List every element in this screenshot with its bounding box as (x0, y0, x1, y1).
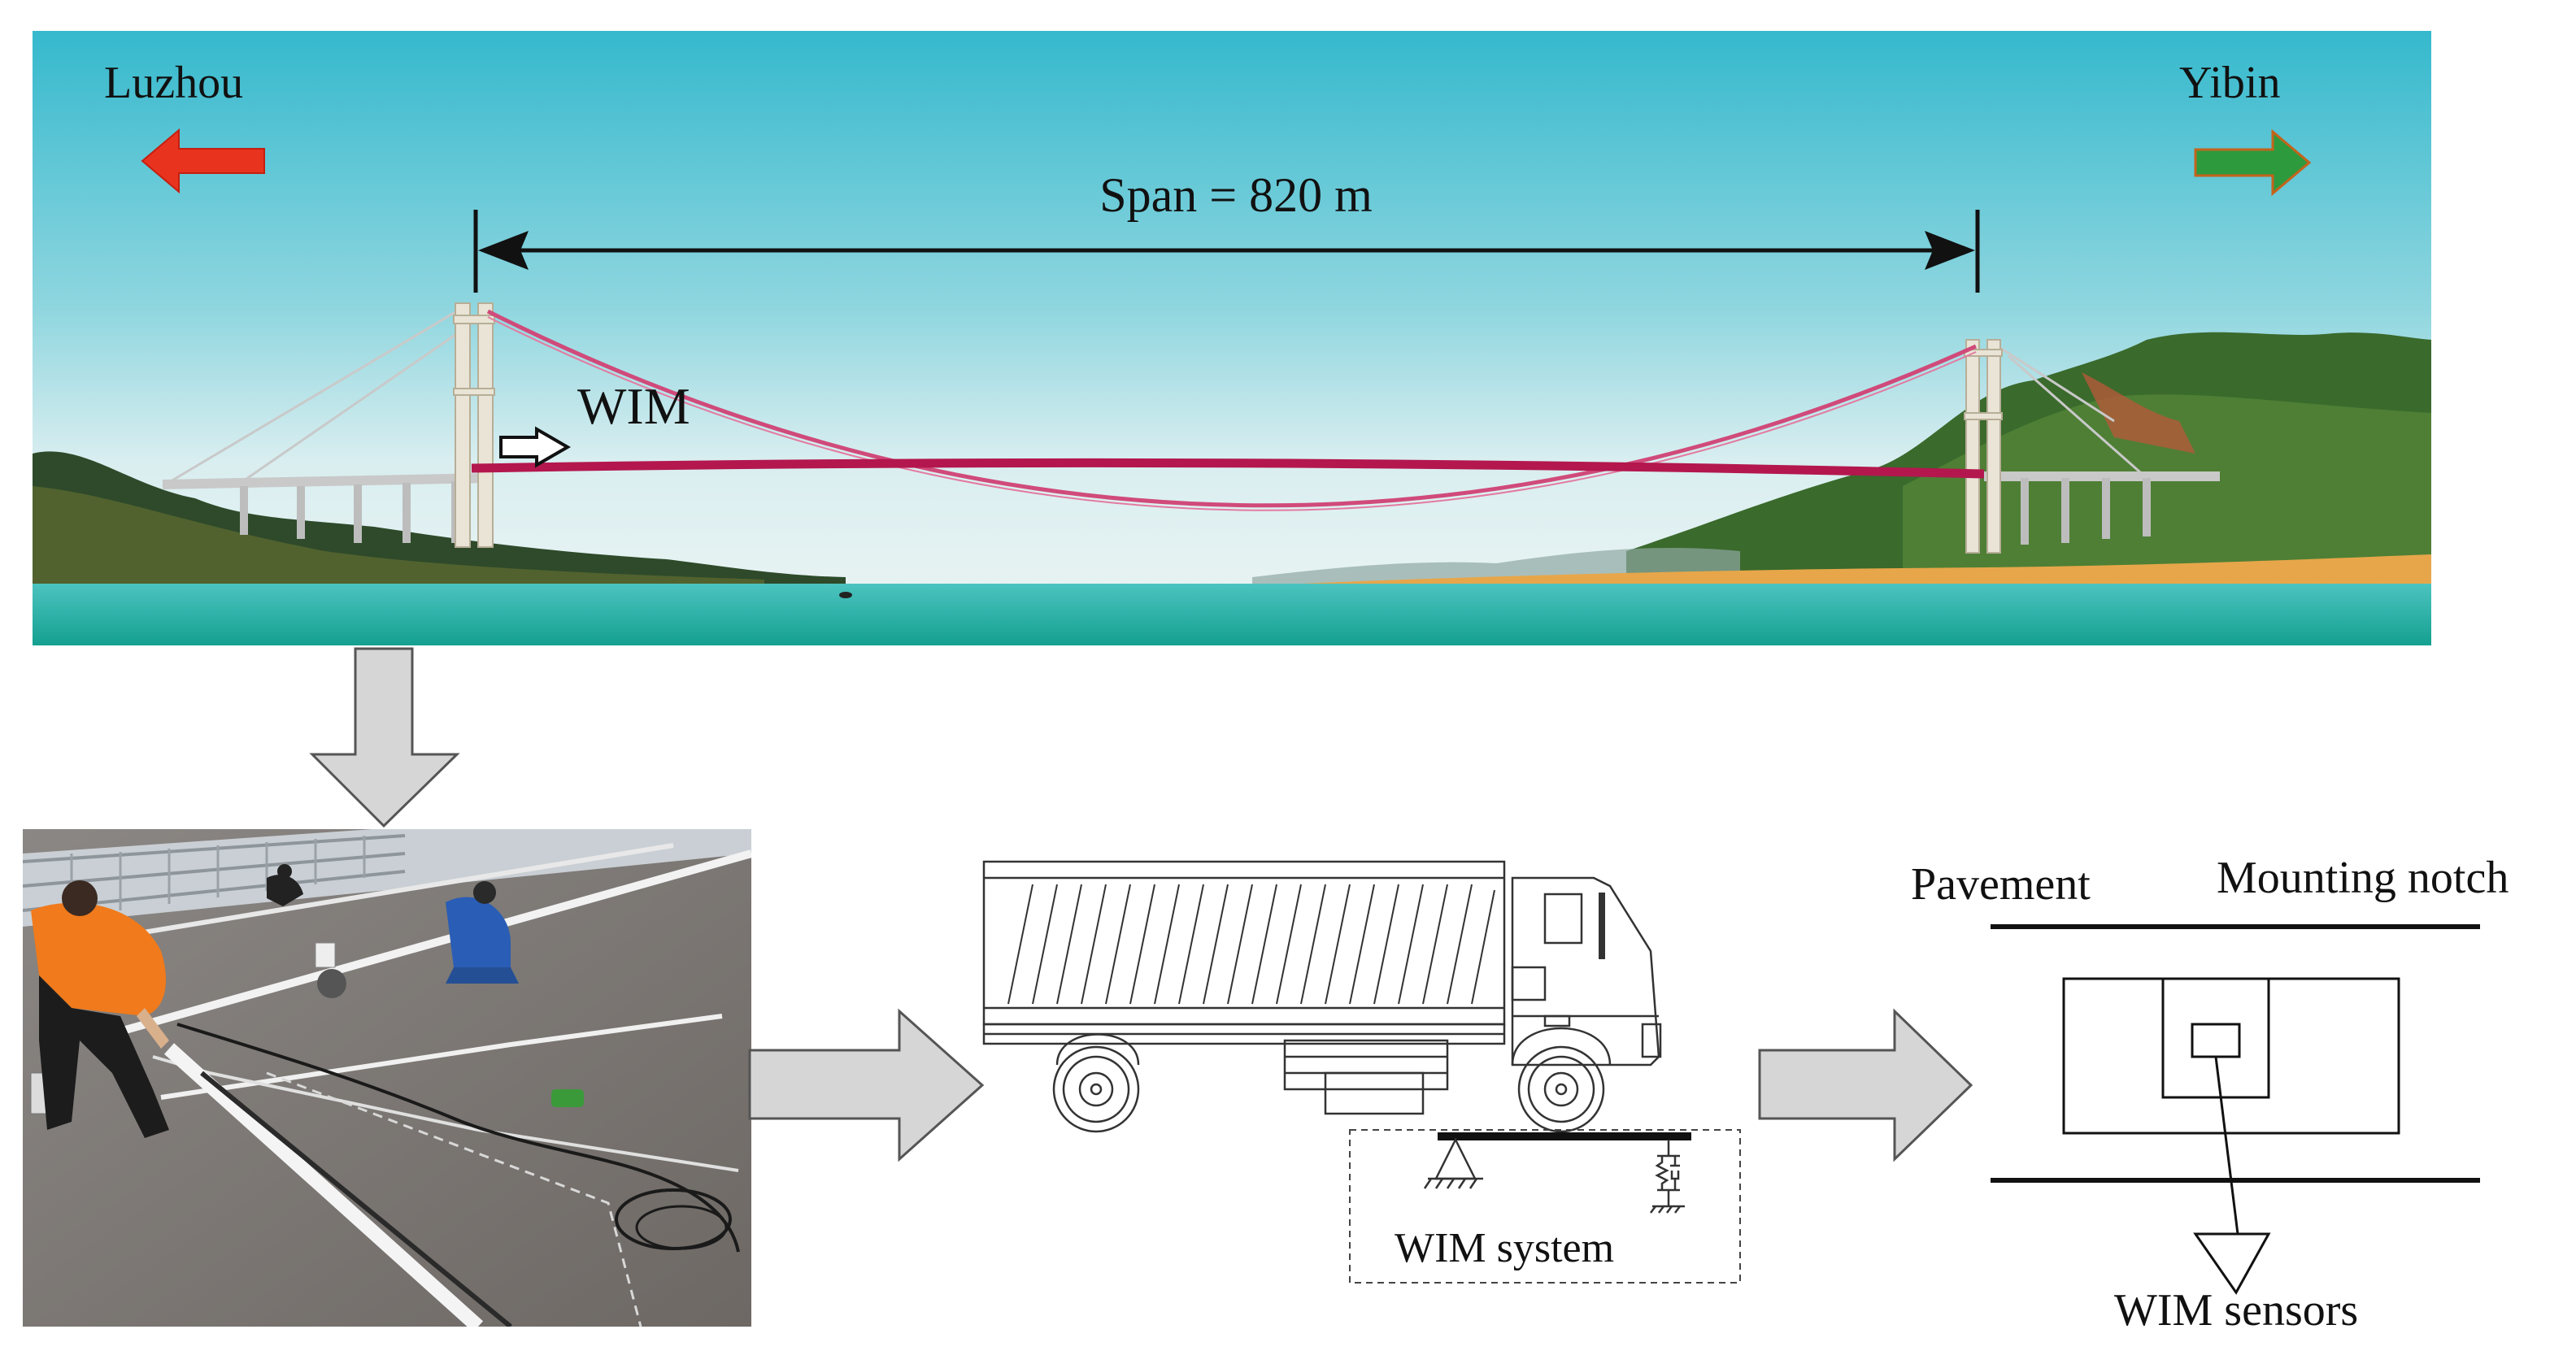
container-ribs (1007, 884, 1495, 1005)
spring-damper-icon (1650, 1140, 1685, 1214)
wim-sensor (2191, 1023, 2241, 1058)
right-approach (1984, 471, 2220, 545)
sensor-layout-diagram: Pavement Mounting notch WIM sensors (1911, 853, 2509, 1333)
right-city-label: Yibin (2179, 58, 2280, 108)
span-arrowhead-left (478, 231, 529, 270)
wim-arrow (499, 426, 571, 468)
wim-sensors-label: WIM sensors (2114, 1285, 2358, 1333)
left-tower (453, 302, 495, 548)
wim-system-box (1349, 1129, 1741, 1284)
span-dimension (473, 210, 1980, 293)
right-tower (1964, 339, 2003, 554)
main-cable (486, 309, 1978, 508)
right-direction-arrow-icon (2194, 128, 2312, 197)
front-wheel (1517, 1045, 1605, 1133)
wim-label: WIM (577, 377, 690, 435)
worker-blue (446, 881, 519, 984)
installation-photo (23, 829, 751, 1327)
mounting-notch-label: Mounting notch (2217, 853, 2509, 903)
river (33, 584, 2431, 645)
flow-arrow-down (309, 647, 460, 828)
truck-container (982, 860, 1506, 1026)
flow-arrow-right-1 (748, 1008, 985, 1162)
wim-system-label: WIM system (1395, 1225, 1614, 1271)
mounting-notch (2161, 977, 2270, 1099)
sensor-pointer-icon (2193, 1232, 2271, 1295)
span-arrowhead-right (1925, 231, 1975, 270)
flow-arrow-right-2 (1758, 1008, 1973, 1162)
span-label: Span = 820 m (1099, 168, 1373, 222)
truck-diagram: WIM system (982, 860, 1741, 1284)
worker-far (267, 864, 303, 906)
left-city-label: Luzhou (104, 58, 243, 108)
rear-wheel (1052, 1045, 1140, 1133)
pavement-label: Pavement (1911, 859, 2091, 910)
left-direction-arrow-icon (141, 128, 265, 194)
worker-orange (31, 880, 169, 1138)
truck-cab (1511, 876, 1660, 1066)
pin-support-icon (1434, 1137, 1477, 1180)
bridge-panorama: WIM Span = 820 m Luzhou Yibin (33, 31, 2431, 645)
bridge-deck (471, 458, 1985, 479)
